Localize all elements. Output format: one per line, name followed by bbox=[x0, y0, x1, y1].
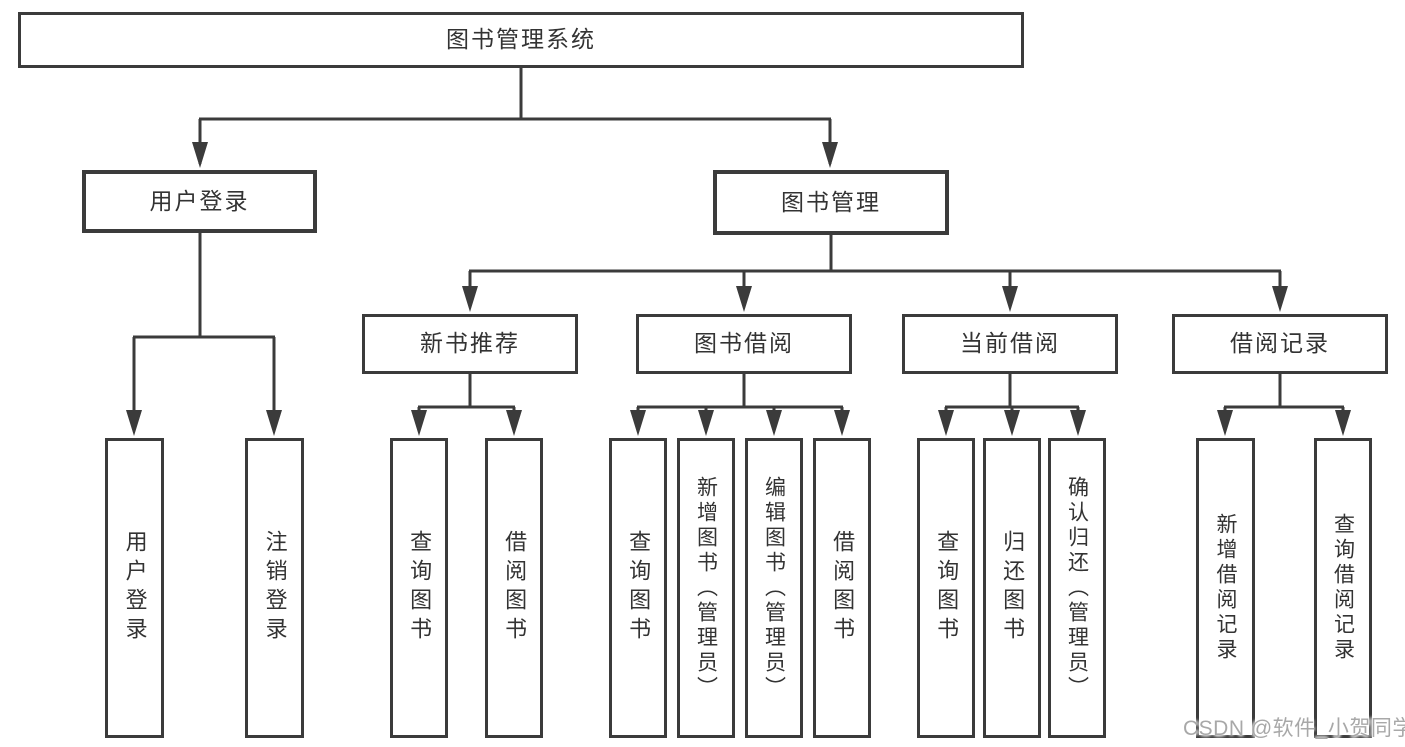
leaf-edit-book-admin: 编辑图书（管理员） bbox=[745, 438, 803, 738]
csdn-watermark: CSDN @软件_小贺同学 bbox=[1183, 717, 1405, 740]
node-borrow-records-label: 借阅记录 bbox=[1230, 330, 1330, 357]
leaf-borrow-books-1: 借阅图书 bbox=[485, 438, 543, 738]
node-current-borrow: 当前借阅 bbox=[902, 314, 1118, 374]
node-root-system: 图书管理系统 bbox=[18, 12, 1024, 68]
node-new-book-recommend: 新书推荐 bbox=[362, 314, 578, 374]
leaf-query-books-2: 查询图书 bbox=[609, 438, 667, 738]
node-user-login-label: 用户登录 bbox=[149, 187, 250, 214]
node-root-label: 图书管理系统 bbox=[446, 26, 596, 53]
leaf-add-book-admin: 新增图书（管理员） bbox=[677, 438, 735, 738]
node-book-borrow: 图书借阅 bbox=[636, 314, 852, 374]
node-user-login: 用户登录 bbox=[82, 170, 317, 233]
node-new-book-recommend-label: 新书推荐 bbox=[420, 330, 520, 357]
leaf-return-book: 归还图书 bbox=[983, 438, 1041, 738]
leaf-borrow-books-2: 借阅图书 bbox=[813, 438, 871, 738]
leaf-query-books-3: 查询图书 bbox=[917, 438, 975, 738]
node-book-management: 图书管理 bbox=[713, 170, 949, 235]
leaf-add-borrow-record: 新增借阅记录 bbox=[1196, 438, 1255, 738]
node-borrow-records: 借阅记录 bbox=[1172, 314, 1388, 374]
leaf-user-login: 用户登录 bbox=[105, 438, 164, 738]
connector-lines bbox=[132, 68, 1345, 430]
leaf-query-borrow-record: 查询借阅记录 bbox=[1314, 438, 1372, 738]
node-current-borrow-label: 当前借阅 bbox=[960, 330, 1060, 357]
leaf-logout: 注销登录 bbox=[245, 438, 304, 738]
leaf-confirm-return-admin: 确认归还（管理员） bbox=[1048, 438, 1106, 738]
leaf-query-books-1: 查询图书 bbox=[390, 438, 448, 738]
arrowheads bbox=[126, 142, 1351, 436]
node-book-management-label: 图书管理 bbox=[781, 188, 881, 215]
node-book-borrow-label: 图书借阅 bbox=[694, 330, 794, 357]
